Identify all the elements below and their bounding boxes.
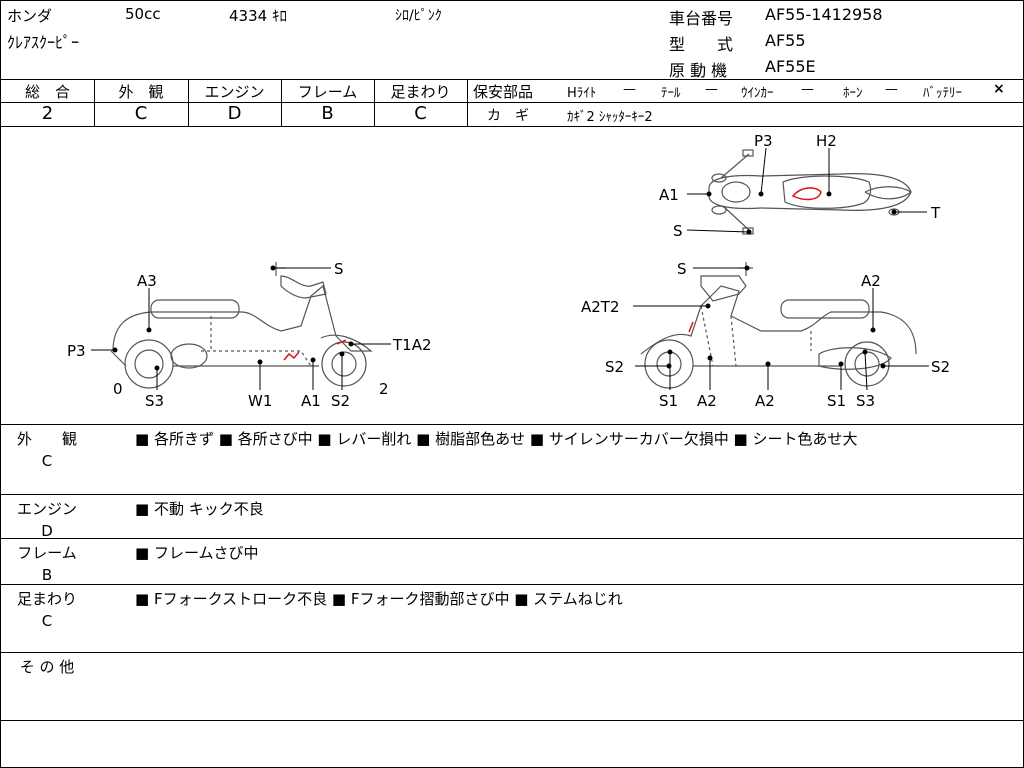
- label-0: 0: [113, 380, 123, 398]
- section-grade: C: [41, 452, 53, 470]
- section-notes: ■ Fフォークストローク不良 ■ Fフォーク摺動部さび中 ■ ステムねじれ: [135, 590, 623, 608]
- label-s: S: [673, 222, 683, 240]
- section-title: 足まわり: [16, 590, 77, 608]
- label-s3: S3: [145, 392, 164, 410]
- safety-winker: ｳｲﾝｶｰ: [741, 86, 774, 101]
- section-grade: D: [41, 522, 53, 540]
- key-label: カ ギ: [487, 108, 529, 124]
- label-a3: A3: [137, 272, 157, 290]
- section-notes: ■ 不動 キック不良: [135, 500, 264, 518]
- safety-horn-mark: —: [885, 82, 898, 97]
- section-grade: B: [41, 566, 53, 584]
- grade-value: C: [134, 103, 148, 124]
- section-title: フレーム: [17, 544, 77, 562]
- section-title: そ の 他: [19, 658, 75, 676]
- section-title: 外 観: [16, 430, 77, 448]
- safety-battery: ﾊﾞｯﾃﾘｰ: [923, 86, 962, 101]
- section-notes: ■ 各所きず ■ 各所さび中 ■ レバー削れ ■ 樹脂部色あせ ■ サイレンサー…: [135, 430, 858, 448]
- damage-diagram: P3 H2 A1 T S S A3 P3 T1A2 0 S3 W1 A1 S2 …: [1, 126, 1023, 425]
- grade-exterior: 外 観 C: [94, 79, 189, 126]
- section-engine: エンジン D ■ 不動 キック不良: [1, 494, 1023, 540]
- grade-label: 足まわり: [390, 83, 451, 101]
- label-s2: S2: [605, 358, 624, 376]
- section-exterior: 外 観 C ■ 各所きず ■ 各所さび中 ■ レバー削れ ■ 樹脂部色あせ ■ サ…: [1, 424, 1023, 495]
- safety-headlight-mark: —: [623, 82, 636, 97]
- frame-number: AF55-1412958: [765, 5, 883, 24]
- label-a1: A1: [301, 392, 321, 410]
- type-value: AF55: [765, 31, 806, 50]
- engine-label: 原 動 機: [669, 61, 728, 80]
- grade-value: C: [414, 103, 427, 124]
- grade-engine: エンジン D: [188, 79, 282, 126]
- grade-value: B: [321, 103, 334, 124]
- grade-value: D: [227, 103, 242, 124]
- label-s: S: [677, 260, 687, 278]
- grade-overall: 総 合 2: [1, 79, 95, 126]
- diagram-labels: P3 H2 A1 T S S A3 P3 T1A2 0 S3 W1 A1 S2 …: [67, 132, 950, 410]
- section-title: エンジン: [16, 500, 77, 518]
- section-frame: フレーム B ■ フレームさび中: [1, 538, 1023, 585]
- label-2: 2: [379, 380, 389, 398]
- vehicle-header: ホンダ 50cc 4334 ｷﾛ ｼﾛ/ﾋﾟﾝｸ ｸﾚｱｽｸｰﾋﾟｰ 車台番号 …: [1, 1, 1023, 80]
- label-s: S: [334, 260, 344, 278]
- frame-number-label: 車台番号: [669, 9, 734, 28]
- mileage: 4334 ｷﾛ: [229, 7, 287, 25]
- safety-tail-mark: —: [705, 82, 718, 97]
- label-a1: A1: [659, 186, 679, 204]
- safety-title: 保安部品: [473, 83, 534, 101]
- displacement: 50cc: [125, 5, 161, 23]
- safety-horn: ﾎｰﾝ: [843, 86, 863, 101]
- safety-headlight: Hﾗｲﾄ: [567, 86, 597, 101]
- label-h2: H2: [816, 132, 837, 150]
- grade-suspension: 足まわり C: [374, 79, 468, 126]
- engine-value: AF55E: [765, 57, 816, 76]
- grades-row: 総 合 2 外 観 C エンジン D フレーム B 足まわり C 保安部品 Hﾗ…: [1, 79, 1023, 127]
- safety-winker-mark: —: [801, 82, 814, 97]
- leader-lines: [91, 147, 929, 391]
- label-w1: W1: [248, 392, 272, 410]
- section-suspension: 足まわり C ■ Fフォークストローク不良 ■ Fフォーク摺動部さび中 ■ ステム…: [1, 584, 1023, 653]
- label-s2: S2: [931, 358, 950, 376]
- model-name: ｸﾚｱｽｸｰﾋﾟｰ: [7, 33, 80, 52]
- label-t1a2: T1A2: [392, 336, 432, 354]
- label-s2: S2: [331, 392, 350, 410]
- grade-frame: フレーム B: [281, 79, 375, 126]
- grade-label: 外 観: [118, 83, 164, 101]
- label-a2t2: A2T2: [581, 298, 620, 316]
- safety-battery-mark: ×: [993, 81, 1005, 97]
- label-a2: A2: [697, 392, 717, 410]
- body-color: ｼﾛ/ﾋﾟﾝｸ: [395, 8, 442, 24]
- scooter-left-view: [110, 262, 373, 389]
- label-p3: P3: [754, 132, 773, 150]
- scooter-diagrams: P3 H2 A1 T S S A3 P3 T1A2 0 S3 W1 A1 S2 …: [67, 132, 950, 410]
- section-notes: ■ フレームさび中: [135, 544, 259, 562]
- scooter-top-view: [708, 149, 913, 235]
- label-p3: P3: [67, 342, 86, 360]
- grade-label: エンジン: [204, 83, 265, 101]
- label-s1: S1: [827, 392, 846, 410]
- grade-label: 総 合: [24, 83, 70, 101]
- label-a2: A2: [755, 392, 775, 410]
- safety-tail: ﾃｰﾙ: [661, 86, 681, 101]
- section-other: そ の 他: [1, 652, 1023, 721]
- damage-marks: [283, 187, 822, 361]
- grade-value: 2: [41, 103, 54, 124]
- label-t: T: [930, 204, 941, 222]
- key-value: ｶｷﾞ2 ｼｬｯﾀｰｷｰ2: [567, 110, 653, 125]
- label-s1: S1: [659, 392, 678, 410]
- type-label: 型 式: [669, 35, 734, 54]
- section-grade: C: [41, 612, 53, 630]
- label-a2: A2: [861, 272, 881, 290]
- label-s3: S3: [856, 392, 875, 410]
- maker: ホンダ: [7, 7, 53, 25]
- grade-label: フレーム: [297, 83, 358, 101]
